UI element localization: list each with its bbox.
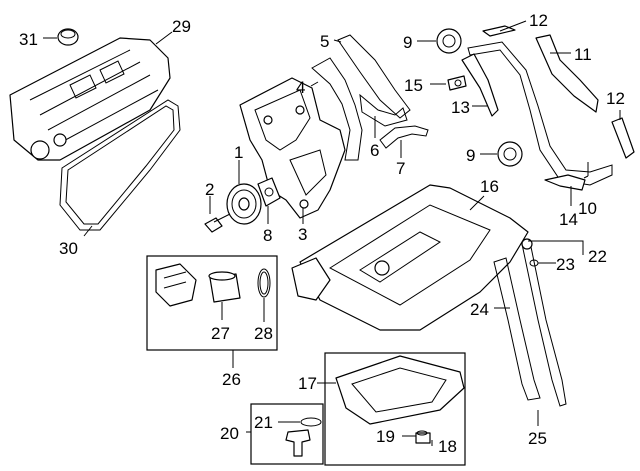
callout-28: 28 xyxy=(254,324,273,343)
chain-tensioner-rail xyxy=(461,53,499,117)
timing-cover xyxy=(239,77,346,219)
callout-25: 25 xyxy=(528,429,547,448)
oil-pan-group-box xyxy=(324,352,466,466)
oil-filter-element xyxy=(208,271,241,303)
oil-level-sensor xyxy=(285,429,311,457)
callout-4: 4 xyxy=(296,78,305,97)
callout-5: 5 xyxy=(320,32,329,51)
callout-15: 15 xyxy=(404,76,423,95)
callout-22: 22 xyxy=(588,247,607,266)
callout-11: 11 xyxy=(574,45,592,64)
callout-18: 18 xyxy=(438,437,457,456)
callout-12-right: 12 xyxy=(606,89,625,108)
callout-labels: 31 29 30 1 2 3 4 5 6 7 8 9 9 10 11 12 12… xyxy=(19,11,625,456)
callout-29: 29 xyxy=(172,17,191,36)
dipstick-tube xyxy=(493,257,541,401)
chain-guide-right xyxy=(535,34,599,113)
seal-gasket xyxy=(359,93,408,127)
sensor-o-ring xyxy=(300,417,322,427)
timing-cover-gasket xyxy=(311,57,363,161)
upper-gasket xyxy=(337,34,411,119)
oil-filler-cap xyxy=(57,28,79,46)
callout-6: 6 xyxy=(370,141,379,160)
leader-lines xyxy=(43,20,621,446)
callout-20: 20 xyxy=(220,424,239,443)
callout-7: 7 xyxy=(396,159,405,178)
callout-27: 27 xyxy=(211,324,230,343)
camshaft-sprocket-upper xyxy=(436,28,462,54)
callout-30: 30 xyxy=(59,239,78,258)
chain-tensioner xyxy=(447,75,467,91)
oil-filter-housing xyxy=(155,263,197,307)
callout-14: 14 xyxy=(559,210,578,229)
callout-12-top: 12 xyxy=(529,11,548,30)
callout-9-lower: 9 xyxy=(466,146,475,165)
callout-3: 3 xyxy=(298,225,307,244)
callout-16: 16 xyxy=(480,177,499,196)
callout-1: 1 xyxy=(234,143,243,162)
valve-cover-gasket xyxy=(59,99,181,231)
crankshaft-pulley xyxy=(226,183,262,225)
callout-17: 17 xyxy=(298,374,317,393)
chain-guide-small xyxy=(611,117,635,159)
upper-oil-pan xyxy=(291,184,529,331)
timing-chain xyxy=(467,41,613,186)
callout-23: 23 xyxy=(556,255,575,274)
callout-26: 26 xyxy=(222,370,241,389)
callout-13: 13 xyxy=(451,98,470,117)
drain-plug-washer xyxy=(416,430,428,436)
drain-plug xyxy=(415,432,431,444)
callout-31: 31 xyxy=(19,30,38,49)
oil-filter-seal xyxy=(257,268,271,298)
chain-guide-bottom xyxy=(544,174,586,191)
callout-24: 24 xyxy=(470,300,489,319)
callout-2: 2 xyxy=(205,180,214,199)
callout-19: 19 xyxy=(376,427,395,446)
callout-21: 21 xyxy=(254,413,273,432)
callout-8: 8 xyxy=(263,226,272,245)
pulley-bolt xyxy=(204,213,231,233)
callout-10: 10 xyxy=(578,199,597,218)
valve-cover xyxy=(9,37,171,161)
callout-9-upper: 9 xyxy=(403,33,412,52)
front-seal xyxy=(257,177,281,207)
camshaft-sprocket-lower xyxy=(497,141,523,167)
sensor-group-box xyxy=(250,403,324,465)
small-gasket xyxy=(379,125,429,149)
lower-oil-pan xyxy=(335,355,465,425)
oil-filter-group-box xyxy=(146,255,278,351)
